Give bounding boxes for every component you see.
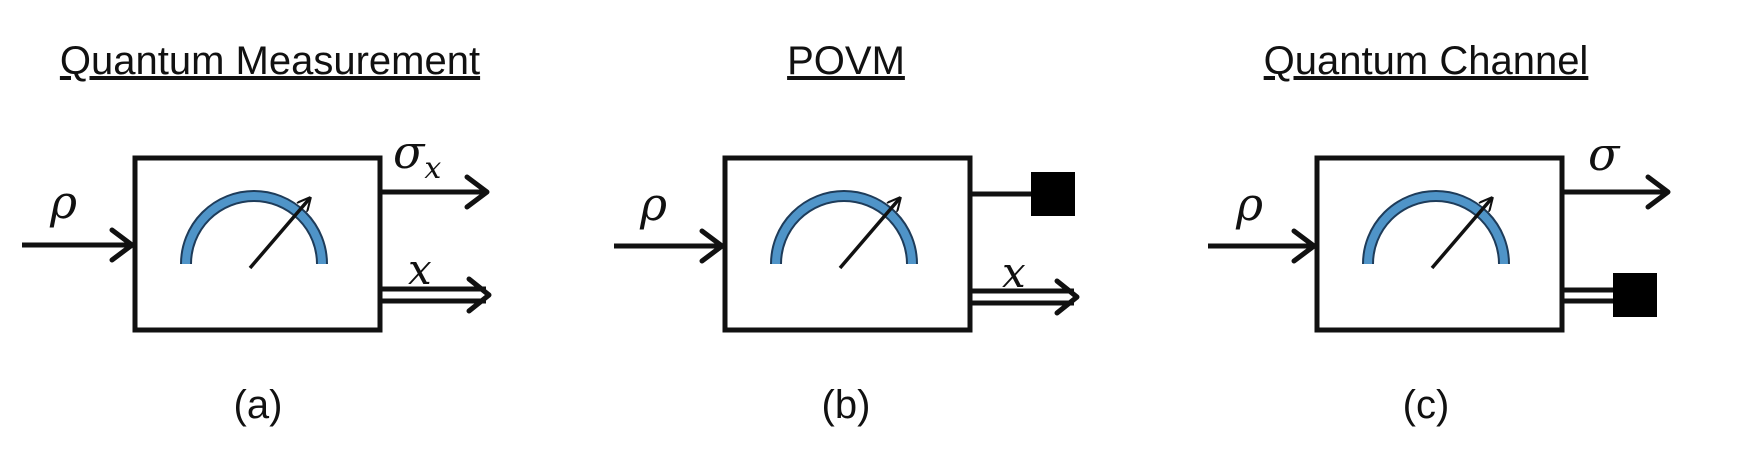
input-label: ρ <box>1235 177 1263 231</box>
input-label: ρ <box>639 177 667 231</box>
classical-output-label: x <box>408 245 432 294</box>
classical-output-double-arrow <box>380 276 492 314</box>
meter-needle-icon <box>248 198 310 270</box>
panel-b-title: POVM <box>787 39 905 83</box>
input-arrow <box>1208 228 1317 264</box>
meter-dial-icon <box>1364 192 1508 265</box>
panel-a-caption: (a) <box>234 383 283 427</box>
meter-dial-icon <box>772 192 916 265</box>
quantum-output-label: σx <box>393 125 441 186</box>
input-arrow <box>22 227 135 263</box>
povm-box <box>722 155 973 333</box>
panel-quantum-channel: Quantum Channel ρ σ (c) <box>1208 39 1671 427</box>
classical-output-double-arrow <box>970 278 1080 316</box>
quantum-output-arrow <box>380 174 490 210</box>
panel-povm: POVM ρ x (b) <box>614 39 1080 427</box>
classical-output-label: x <box>1002 248 1026 297</box>
panel-c-caption: (c) <box>1403 383 1450 427</box>
meter-needle-icon <box>838 198 900 270</box>
measurement-box <box>132 155 383 333</box>
input-label: ρ <box>49 175 77 229</box>
meter-needle-icon <box>1430 198 1492 270</box>
panel-b-caption: (b) <box>822 383 871 427</box>
meter-dial-icon <box>182 192 326 265</box>
input-arrow <box>614 228 725 264</box>
discard-terminal <box>1562 273 1657 317</box>
channel-box <box>1314 155 1565 333</box>
quantum-output-arrow <box>1562 174 1671 210</box>
panel-c-title: Quantum Channel <box>1264 39 1589 83</box>
quantum-output-label: σ <box>1588 127 1621 181</box>
discard-terminal <box>970 172 1075 216</box>
discard-terminal-icon <box>1613 273 1657 317</box>
panel-quantum-measurement: Quantum Measurement ρ σx x (a) <box>22 39 492 427</box>
discard-terminal-icon <box>1031 172 1075 216</box>
panel-a-title: Quantum Measurement <box>60 39 480 83</box>
